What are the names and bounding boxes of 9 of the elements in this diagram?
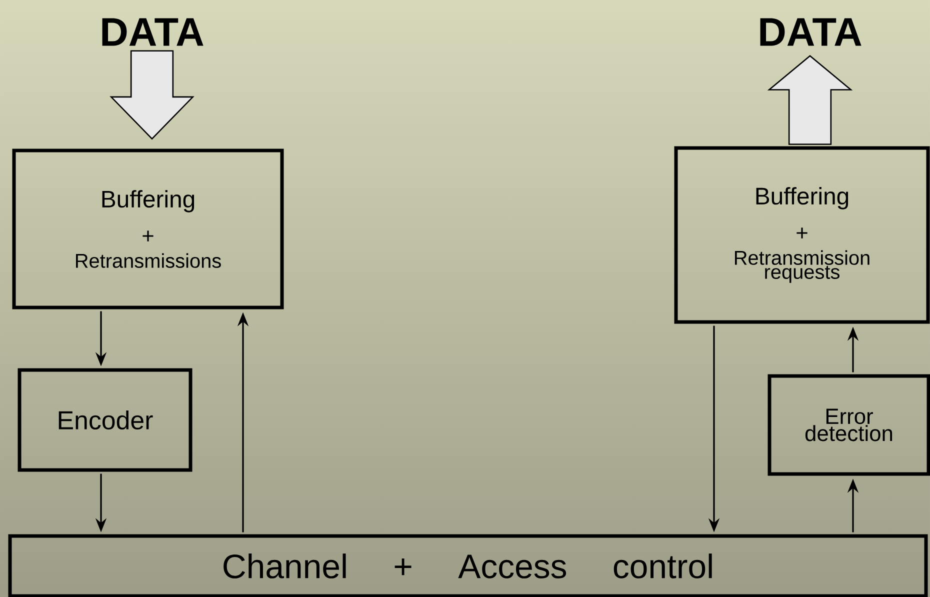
block-arrow [767, 55, 853, 145]
process-box: Buffering + Retransmission requests [674, 146, 930, 324]
block-arrow [110, 50, 194, 140]
process-box: Encoder [18, 368, 192, 472]
data-label: DATA [102, 18, 204, 46]
process-box: Buffering + Retransmissions [12, 148, 284, 310]
process-box: Error detection [768, 374, 930, 476]
data-label: DATA [760, 18, 862, 46]
process-box: Channel + Access control [8, 534, 928, 597]
